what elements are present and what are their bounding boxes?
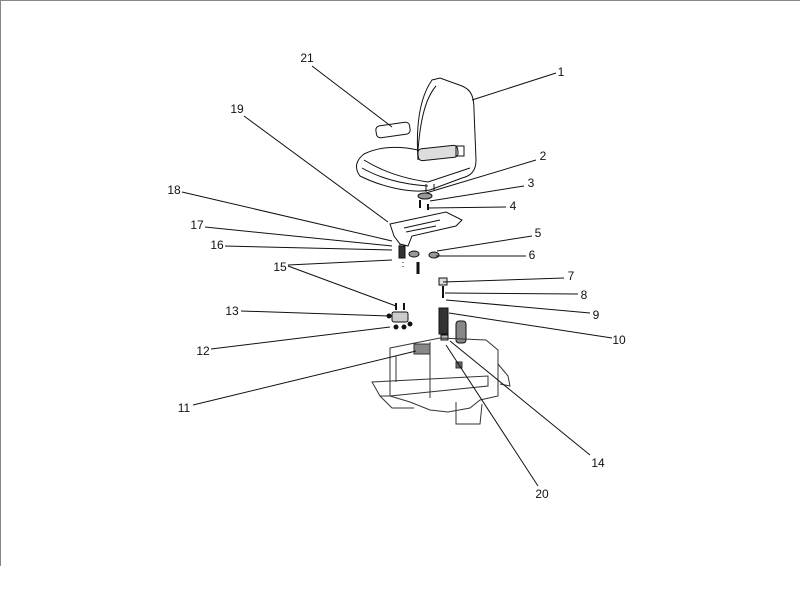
switch-bracket [386,303,413,330]
seat [356,77,477,192]
callout-8: 8 [580,288,588,302]
callout-13: 13 [225,304,239,318]
callout-19: 19 [230,102,244,116]
callout-15: 15 [273,260,287,274]
callout-7: 7 [567,269,575,283]
callout-21: 21 [300,51,314,65]
seat-hardware [417,192,433,210]
mounting-plate [389,211,463,274]
callout-18: 18 [167,183,181,197]
callout-17: 17 [190,218,204,232]
callout-4: 4 [509,199,517,213]
border-left [0,0,1,566]
callout-5: 5 [534,226,542,240]
border-top [0,0,800,1]
callout-3: 3 [527,176,535,190]
callout-9: 9 [592,308,600,322]
callout-1: 1 [557,65,565,79]
callout-20: 20 [535,487,549,501]
callout-14: 14 [591,456,605,470]
callout-16: 16 [210,238,224,252]
leader-lines [181,65,613,487]
callout-2: 2 [539,149,547,163]
shock-assembly [438,277,467,344]
callout-6: 6 [528,248,536,262]
callout-11: 11 [177,401,191,415]
callout-12: 12 [196,344,210,358]
callout-10: 10 [612,333,626,347]
